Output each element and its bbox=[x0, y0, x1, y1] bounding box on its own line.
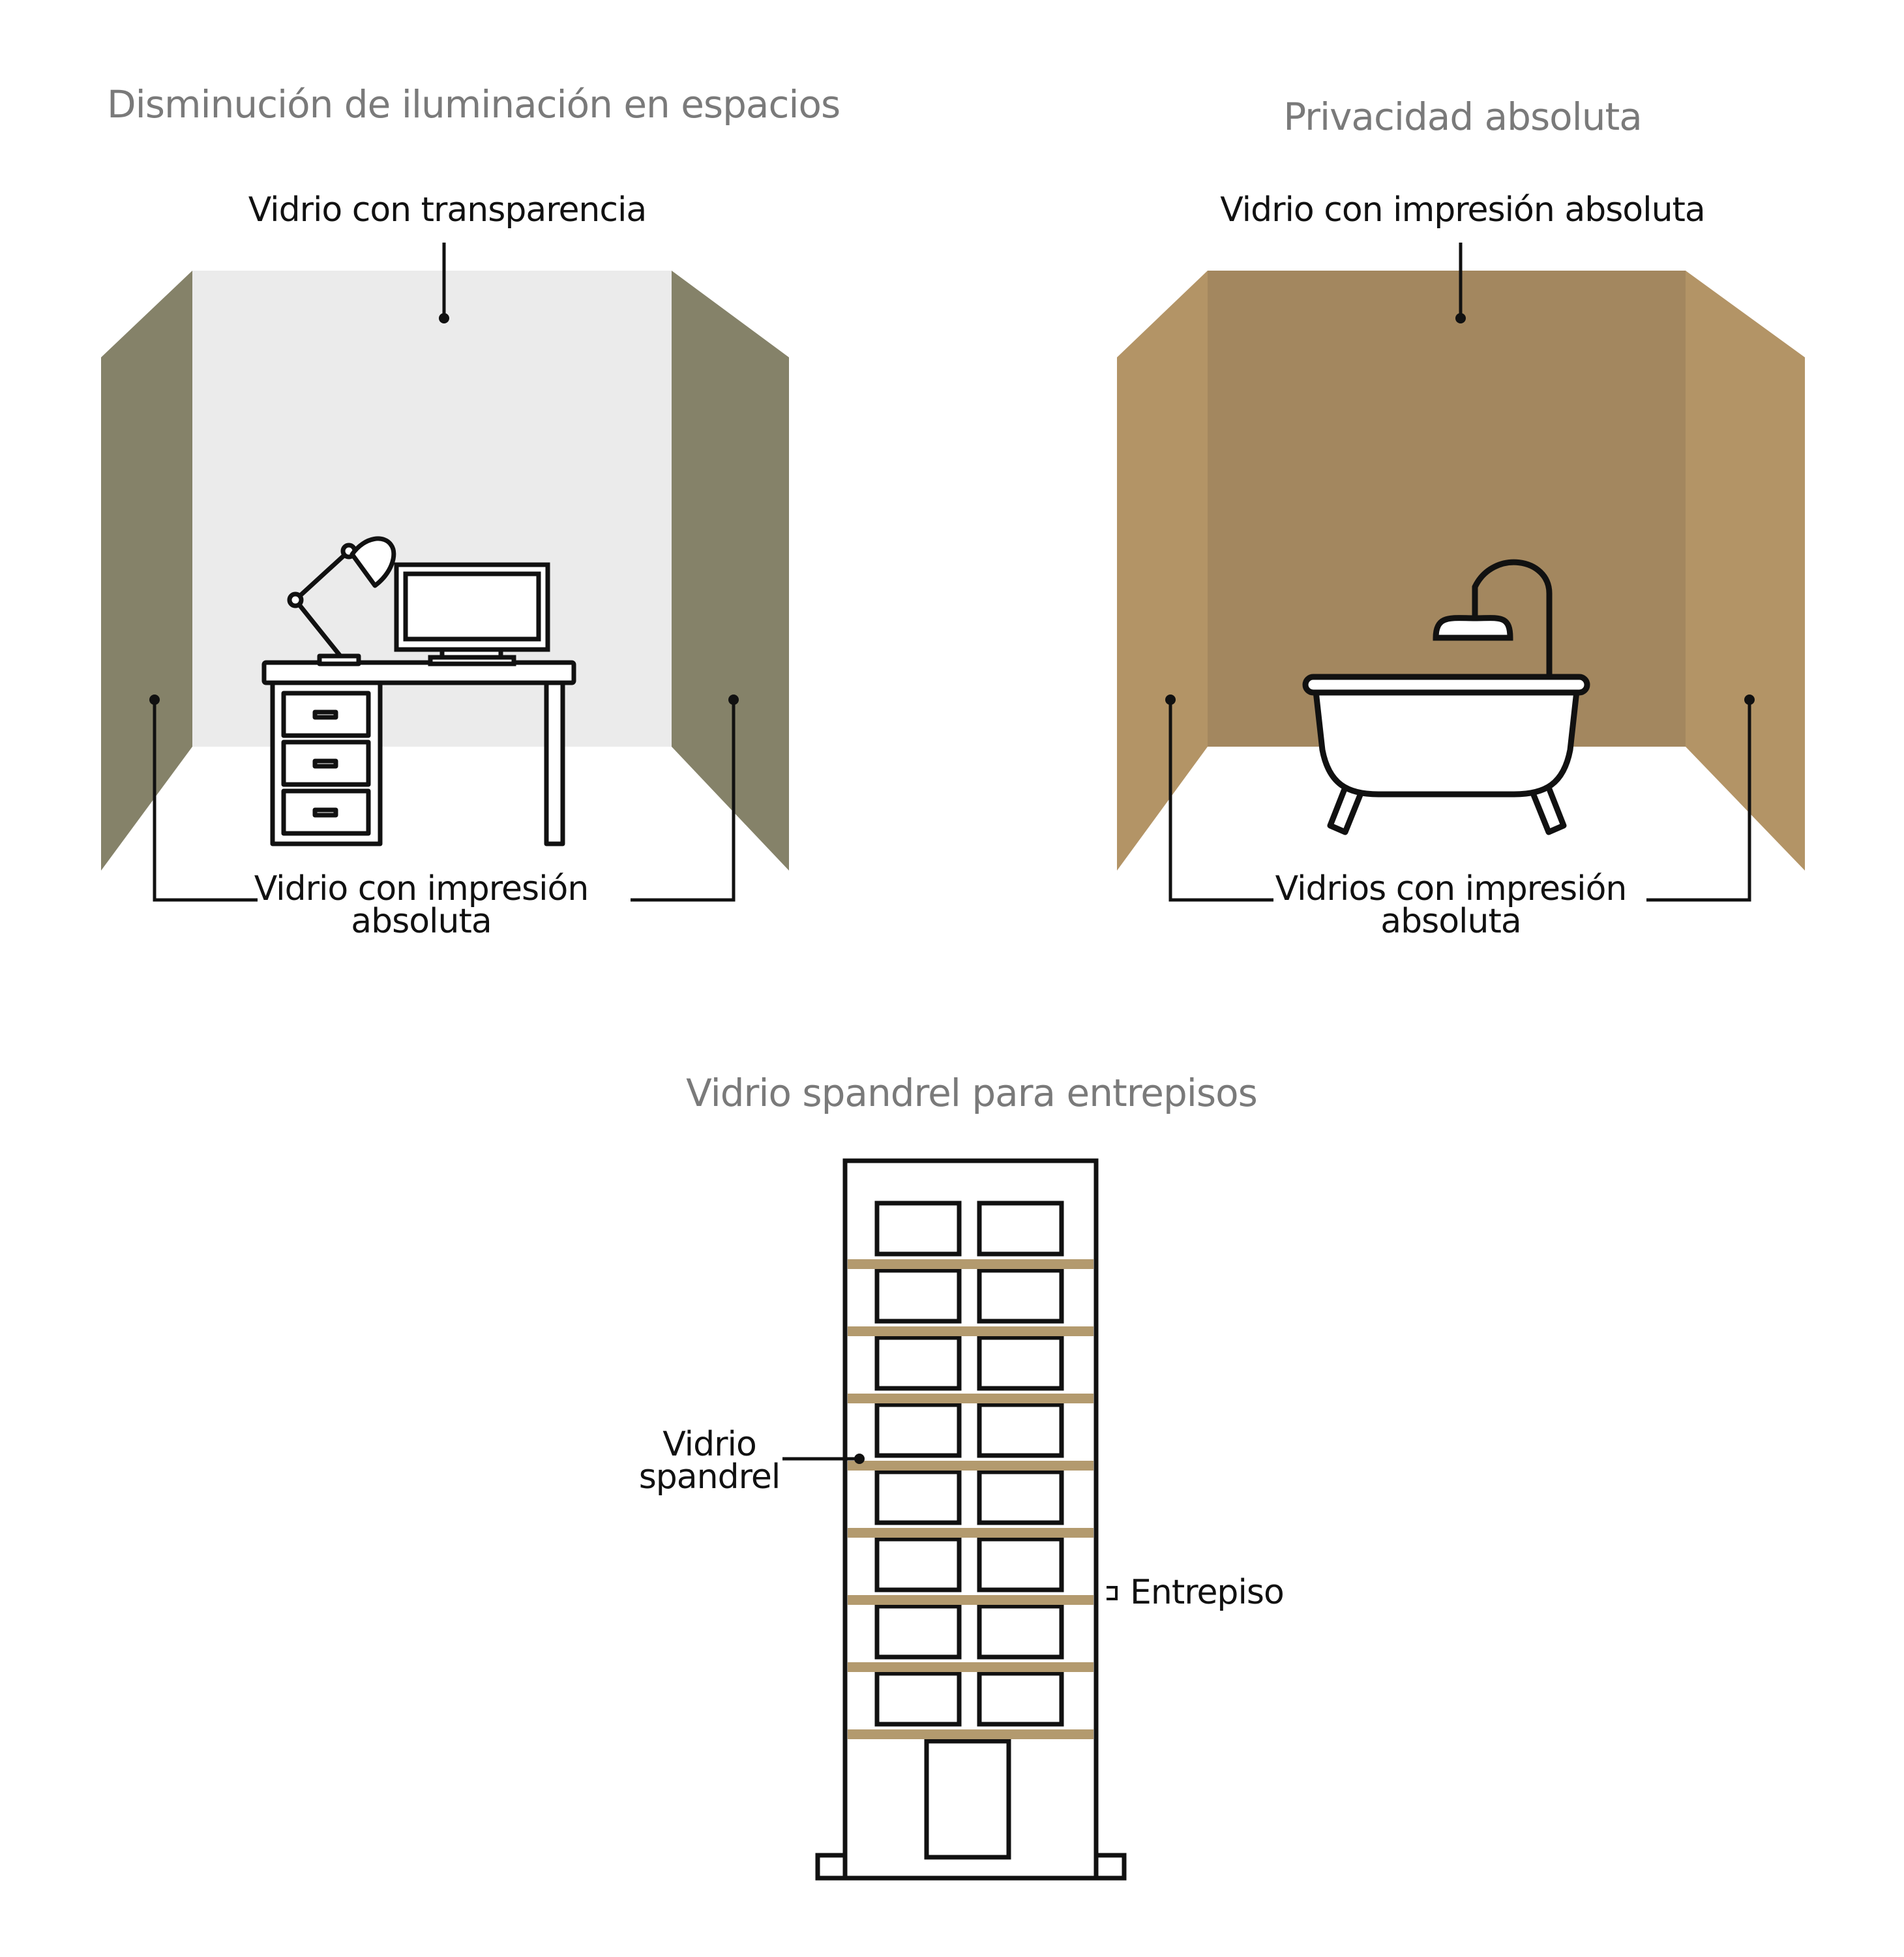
spandrel-label-line2: spandrel bbox=[638, 1457, 781, 1497]
office-back-leader-dot bbox=[439, 313, 449, 323]
building-window bbox=[977, 1536, 1064, 1592]
floor-bracket bbox=[1107, 1586, 1118, 1600]
shower-head-icon bbox=[1433, 559, 1553, 681]
bath-left-leader-dot bbox=[1165, 695, 1176, 705]
building-window bbox=[977, 1604, 1064, 1660]
office-left-leader-dot bbox=[149, 695, 160, 705]
office-side-label-line1: Vidrio con impresión bbox=[254, 869, 589, 908]
floor-label: Entrepiso bbox=[1130, 1573, 1285, 1612]
bath-side-label: Vidrios con impresión absoluta bbox=[1275, 869, 1628, 941]
building-windows bbox=[874, 1201, 1064, 1727]
bath-right-leader bbox=[1646, 700, 1751, 902]
building-window bbox=[977, 1335, 1064, 1391]
spandrel-band bbox=[848, 1662, 1093, 1672]
office-right-leader bbox=[631, 700, 736, 902]
building-window bbox=[874, 1402, 962, 1458]
building-window bbox=[874, 1604, 962, 1660]
building-title: Vidrio spandrel para entrepisos bbox=[686, 1071, 1258, 1115]
bath-room bbox=[1117, 243, 1805, 902]
building-window bbox=[874, 1201, 962, 1257]
building-window bbox=[874, 1469, 962, 1525]
desk-icon bbox=[261, 660, 576, 846]
spandrel-band bbox=[848, 1259, 1093, 1269]
bath-back-leader-dot bbox=[1455, 313, 1466, 323]
building-window bbox=[977, 1469, 1064, 1525]
building-window bbox=[977, 1671, 1064, 1727]
building-base bbox=[815, 1853, 1127, 1881]
spandrel-leader-dot bbox=[854, 1454, 865, 1464]
spandrel-band bbox=[848, 1729, 1093, 1739]
bath-left-wall bbox=[1117, 271, 1208, 871]
spandrel-band bbox=[848, 1394, 1093, 1403]
office-title: Disminución de iluminación en espacios bbox=[107, 82, 840, 127]
bath-right-leader-dot bbox=[1744, 695, 1755, 705]
office-side-label-line2: absoluta bbox=[351, 902, 492, 941]
bath-title: Privacidad absoluta bbox=[1283, 95, 1643, 139]
office-left-wall bbox=[101, 271, 192, 871]
desk-lamp-icon bbox=[287, 536, 396, 666]
building-door bbox=[924, 1739, 1011, 1860]
building-window bbox=[977, 1268, 1064, 1324]
bath-back-label: Vidrio con impresión absoluta bbox=[1220, 190, 1706, 230]
bath-side-label-line2: absoluta bbox=[1380, 902, 1521, 941]
spandrel-band bbox=[848, 1528, 1093, 1538]
bath-right-wall bbox=[1686, 271, 1805, 871]
bath-side-label-line1: Vidrios con impresión bbox=[1275, 869, 1628, 908]
office-back-label: Vidrio con transparencia bbox=[248, 190, 647, 230]
office-room bbox=[101, 243, 789, 902]
spandrel-label: Vidrio spandrel bbox=[638, 1425, 781, 1497]
building-icon bbox=[782, 1158, 1127, 1881]
office-right-leader-dot bbox=[728, 695, 739, 705]
office-back-wall bbox=[192, 271, 672, 747]
bathtub-icon bbox=[1302, 674, 1590, 835]
spandrel-bands bbox=[848, 1259, 1093, 1739]
spandrel-band bbox=[848, 1461, 1093, 1471]
spandrel-band bbox=[848, 1326, 1093, 1336]
building-window bbox=[874, 1671, 962, 1727]
bath-left-leader bbox=[1168, 700, 1273, 902]
office-side-label: Vidrio con impresión absoluta bbox=[254, 869, 589, 941]
office-right-wall bbox=[672, 271, 789, 871]
bath-back-wall bbox=[1208, 271, 1686, 747]
computer-monitor-icon bbox=[394, 562, 550, 666]
building-window bbox=[874, 1536, 962, 1592]
spandrel-label-line1: Vidrio bbox=[662, 1425, 757, 1464]
office-left-leader bbox=[153, 700, 258, 902]
spandrel-band bbox=[848, 1595, 1093, 1605]
building-window bbox=[977, 1402, 1064, 1458]
building-window bbox=[874, 1268, 962, 1324]
building-window bbox=[977, 1201, 1064, 1257]
building-window bbox=[874, 1335, 962, 1391]
